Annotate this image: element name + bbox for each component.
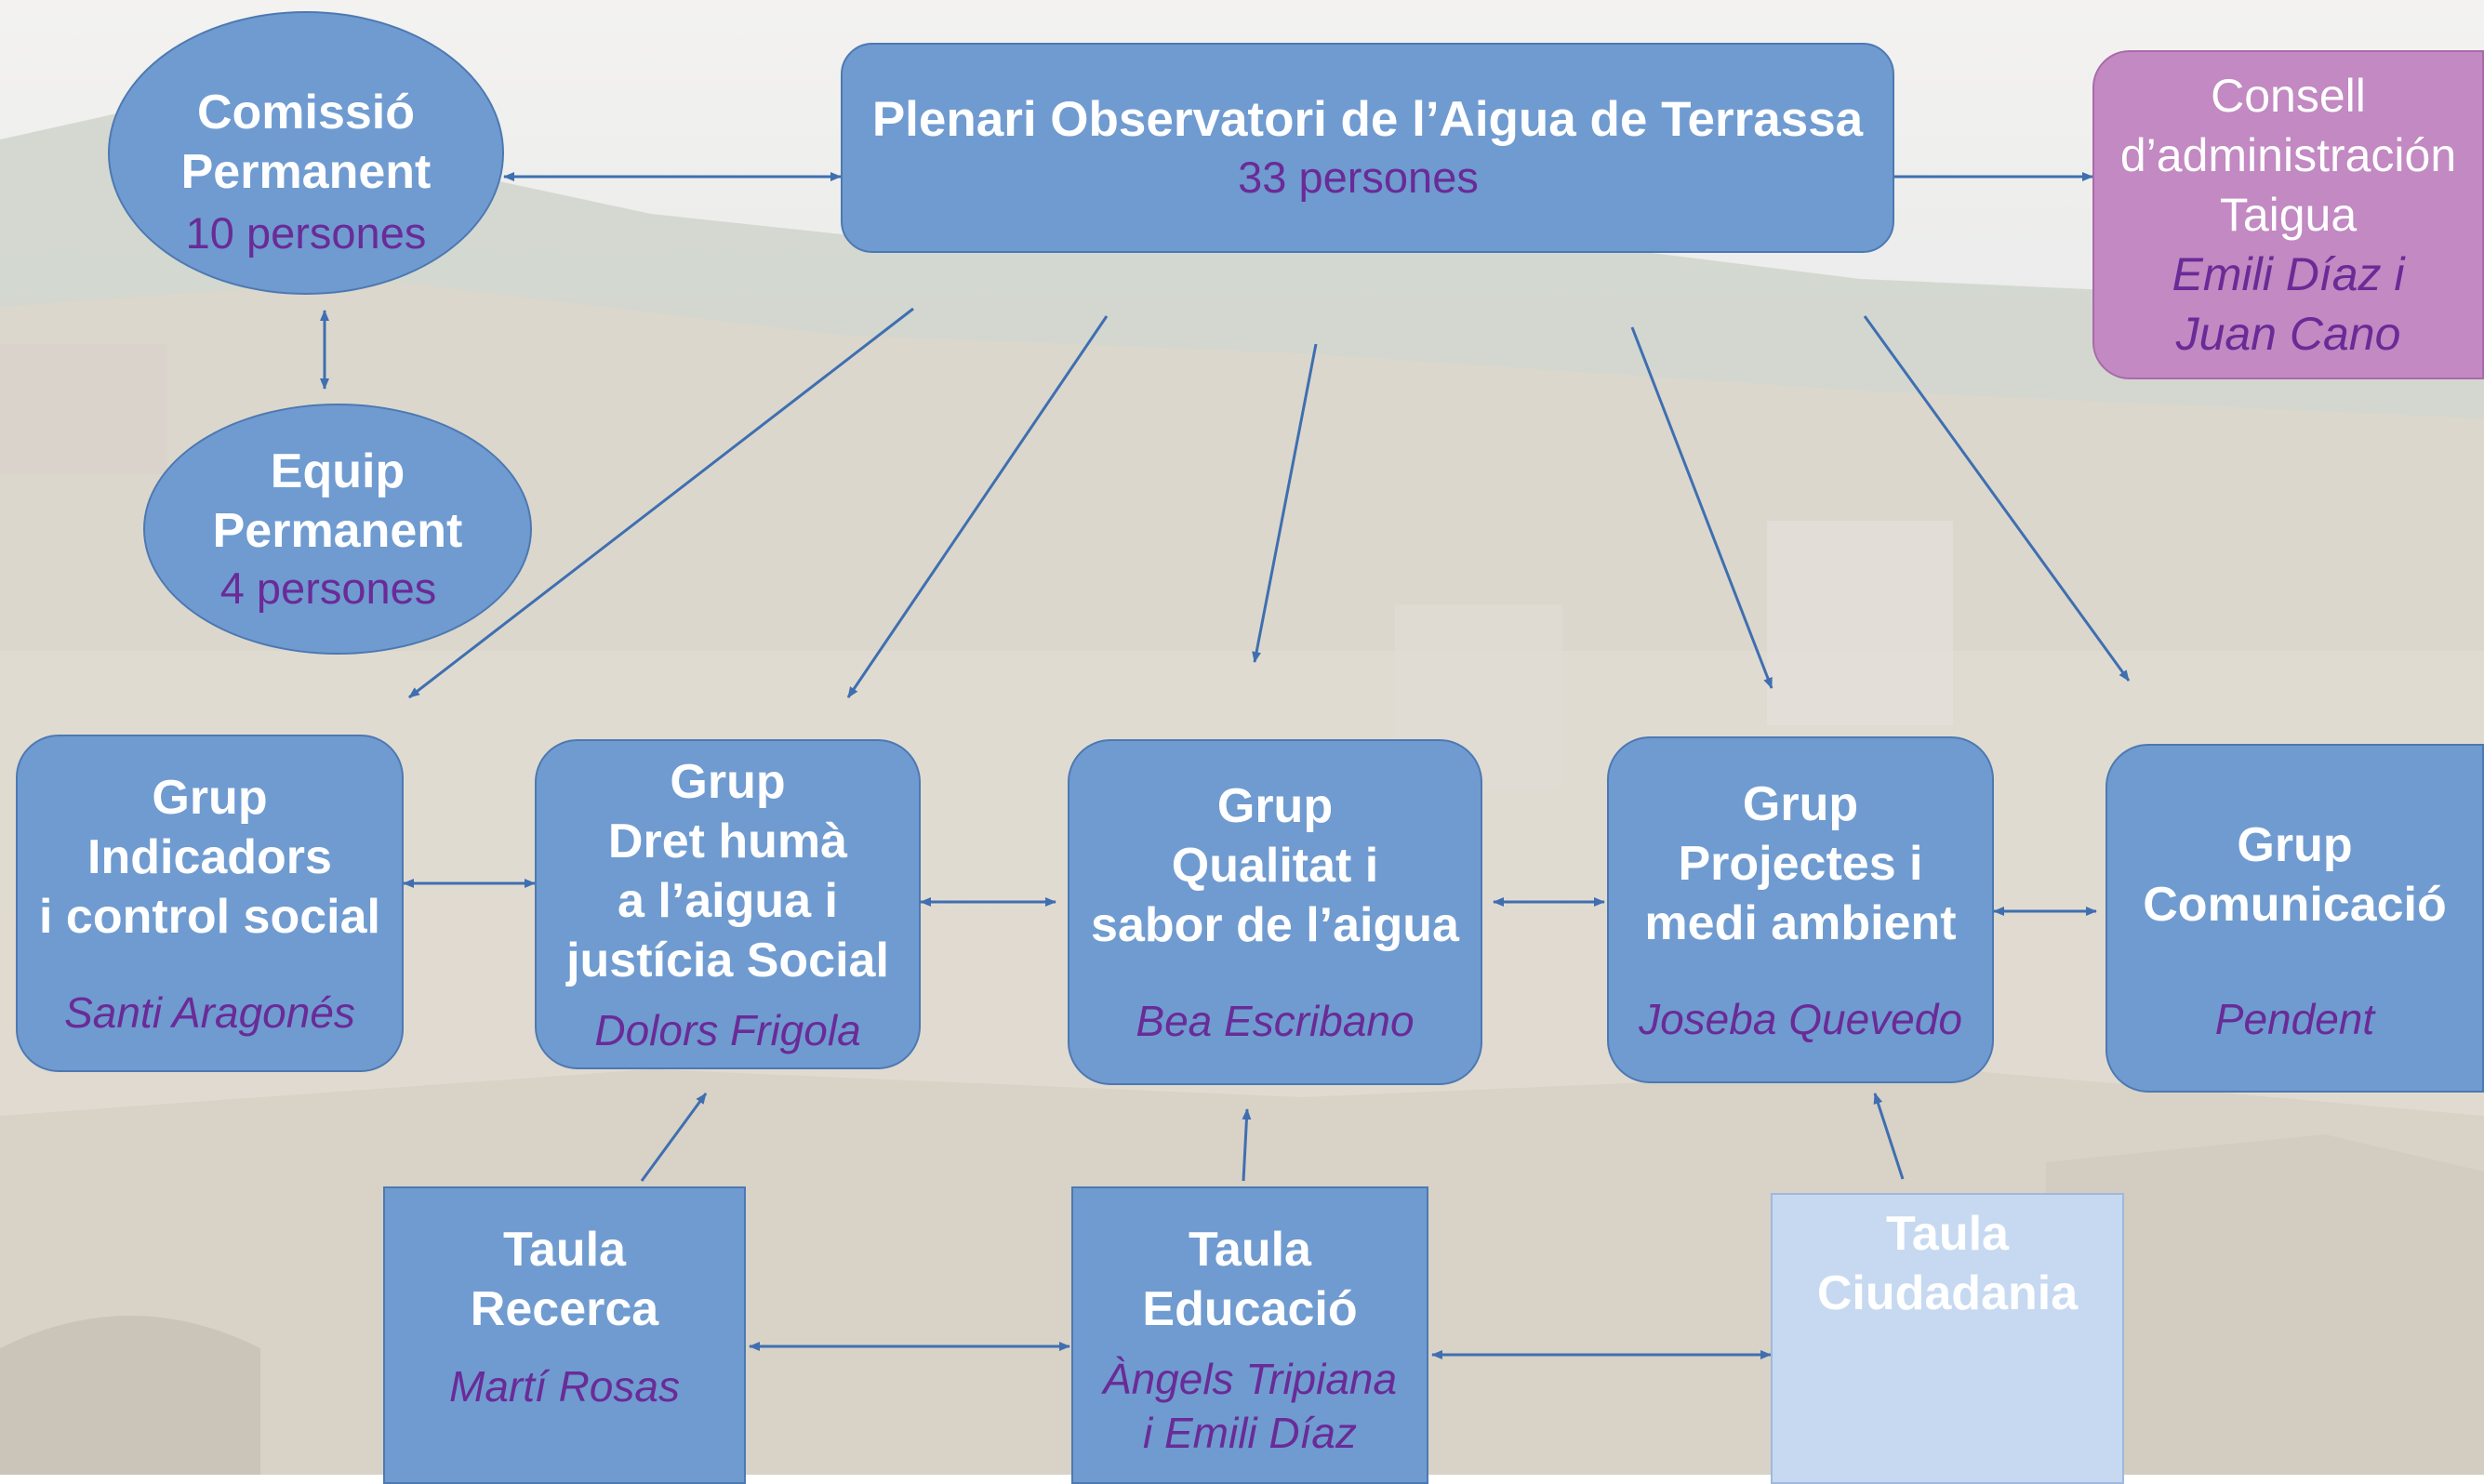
arrow-plenari-grup-qualitat xyxy=(1252,343,1318,663)
grup-lead: Joseba Quevedo xyxy=(1639,994,1962,1043)
grup-indicadors-node: Grup Indicadors i control social Santi A… xyxy=(16,735,404,1072)
arrow-plenari-grup-comunicacio xyxy=(1863,315,2131,682)
plenari-members: 33 persones xyxy=(1238,152,1479,202)
taula-ciudadania-node: Taula Ciudadania xyxy=(1771,1193,2124,1484)
consell-members: Emili Díaz i Juan Cano xyxy=(2172,248,2405,360)
arrow-plenari-grup-projectes xyxy=(1630,326,1773,689)
arrow-plenari-grup-indicadors xyxy=(408,307,914,699)
grup-title: Grup Projectes i medi ambient xyxy=(1644,776,1957,950)
taula-recerca-node: Taula Recerca Martí Rosas xyxy=(383,1186,746,1484)
grup-projectes-node: Grup Projectes i medi ambient Joseba Que… xyxy=(1607,736,1994,1083)
consell-node: Consell d’administración Taigua Emili Dí… xyxy=(2092,50,2484,379)
comissio-members: 10 persones xyxy=(185,207,427,258)
taula-lead: Martí Rosas xyxy=(449,1362,680,1411)
comissio-permanent-node: Comissió Permanent 10 persones xyxy=(108,11,504,295)
plenari-node: Plenari Observatori de l’Aigua de Terras… xyxy=(841,43,1894,253)
equip-title: Equip Permanent xyxy=(212,444,463,558)
arrow-taula-educacio-grup xyxy=(1242,1108,1252,1182)
arrow-plenari-grup-dret xyxy=(846,315,1109,698)
grup-lead: Pendent xyxy=(2214,994,2375,1043)
comissio-title: Comissió Permanent xyxy=(180,85,432,199)
grup-comunicacio-node: Grup Comunicació Pendent xyxy=(2105,744,2484,1093)
grup-dret-huma-node: Grup Dret humà a l’aigua i justícia Soci… xyxy=(535,739,921,1069)
taula-title: Taula Recerca xyxy=(470,1223,659,1336)
taula-title: Taula Educació xyxy=(1142,1223,1358,1336)
grup-lead: Bea Escribano xyxy=(1136,997,1415,1045)
grup-qualitat-node: Grup Qualitat i sabor de l’aigua Bea Esc… xyxy=(1068,739,1482,1085)
grup-title: Grup Qualitat i sabor de l’aigua xyxy=(1091,779,1459,952)
grup-lead: Dolors Frigola xyxy=(594,1005,861,1054)
taula-lead: Àngels Tripiana i Emili Díaz xyxy=(1102,1355,1398,1457)
taula-educacio-node: Taula Educació Àngels Tripiana i Emili D… xyxy=(1071,1186,1428,1484)
grup-title: Grup Comunicació xyxy=(2143,817,2447,932)
consell-title: Consell d’administración Taigua xyxy=(2119,70,2457,241)
plenari-title: Plenari Observatori de l’Aigua de Terras… xyxy=(871,92,1864,147)
grup-lead: Santi Aragonés xyxy=(64,987,355,1037)
taula-title: Taula Ciudadania xyxy=(1816,1207,2079,1320)
equip-members: 4 persones xyxy=(219,563,437,613)
arrow-taula-recerca-grup xyxy=(640,1093,708,1182)
equip-permanent-node: Equip Permanent 4 persones xyxy=(143,404,532,655)
arrow-taula-ciudadania-grup xyxy=(1873,1093,1905,1180)
grup-title: Grup Dret humà a l’aigua i justícia Soci… xyxy=(566,754,889,987)
grup-title: Grup Indicadors i control social xyxy=(39,770,380,944)
